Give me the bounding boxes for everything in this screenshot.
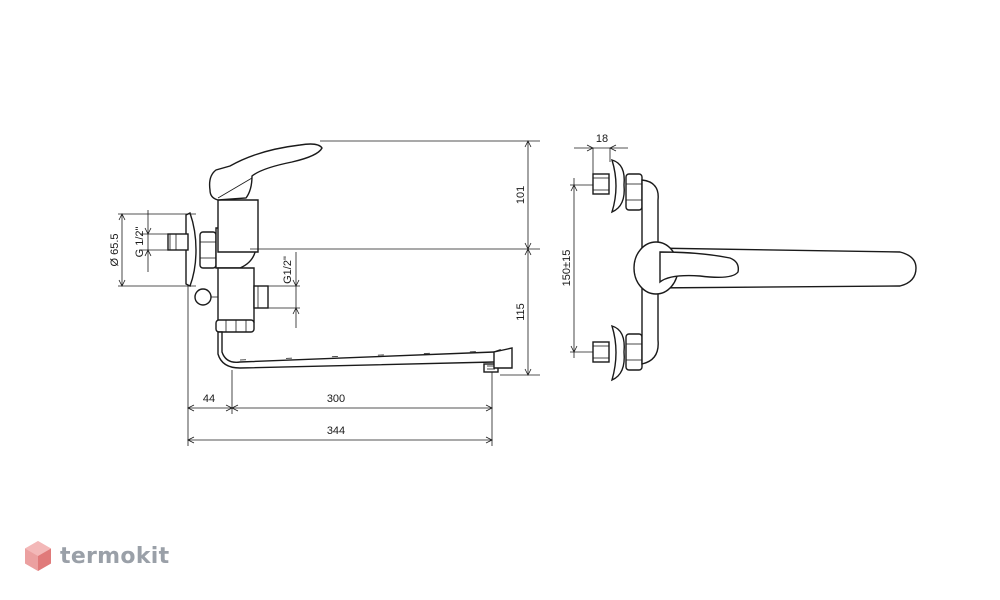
- dim-center-distance: 150±15: [561, 250, 573, 287]
- dim-height-top: 101: [515, 186, 527, 204]
- dim-diameter: Ø 65.5: [109, 233, 121, 266]
- dim-offset-44: 44: [203, 393, 215, 405]
- dim-height-bottom: 115: [515, 303, 527, 321]
- dim-thread-inlet: G 1/2": [134, 227, 146, 258]
- outlet-nipple: [253, 285, 269, 309]
- upper-inlet-nipple: [592, 173, 610, 195]
- lower-nut: [625, 333, 643, 371]
- swivel-ring: [215, 319, 255, 333]
- dim-width-18: 18: [596, 133, 608, 145]
- upper-nut: [625, 173, 643, 211]
- cartridge-housing: [217, 199, 259, 253]
- swivel-spout: [217, 331, 501, 369]
- inlet-nut: [199, 231, 217, 269]
- inlet-nipple: [167, 233, 189, 251]
- lower-body: [217, 267, 255, 323]
- wall-escutcheon: [185, 212, 197, 287]
- upper-escutcheon: [610, 158, 625, 214]
- brand-name: termokit: [60, 543, 170, 569]
- dim-thread-outlet: G1/2": [282, 256, 294, 284]
- hexagon-logo-icon: [25, 541, 51, 571]
- brand-watermark: termokit: [24, 536, 169, 576]
- diverter-knob: [194, 288, 212, 306]
- front-view: 18 150±15: [561, 133, 917, 382]
- lower-inlet-nipple: [592, 341, 610, 363]
- lever-handle: [208, 143, 323, 201]
- side-view: 101 115 Ø 65.5 G 1/2" G1/2" 44 300: [109, 140, 540, 446]
- dim-length-344: 344: [327, 425, 345, 437]
- dim-length-300: 300: [327, 393, 345, 405]
- lower-escutcheon: [610, 324, 625, 382]
